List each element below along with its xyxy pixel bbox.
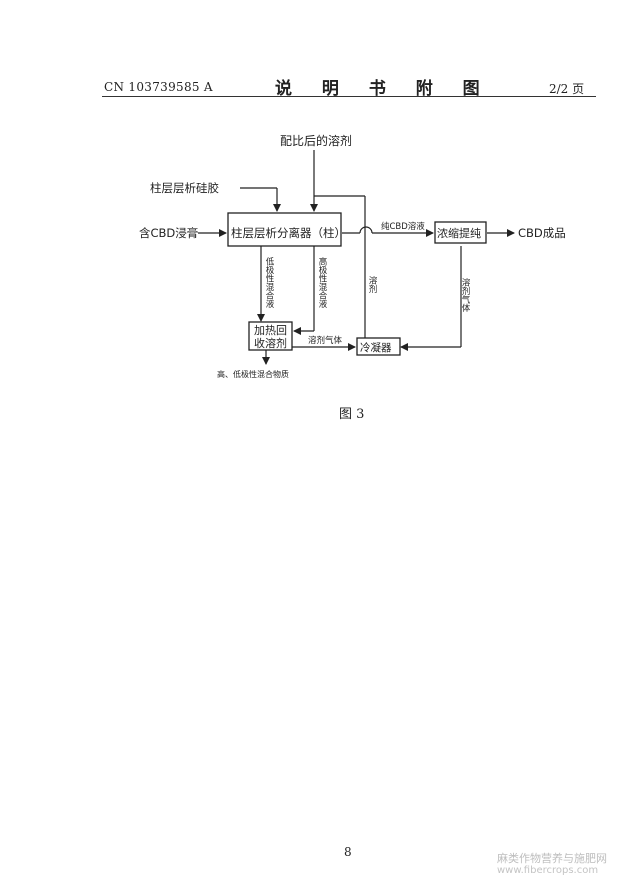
high-polarity-label: 高极性混合液 (317, 256, 327, 309)
pure-solution-label: 纯CBD溶液 (381, 221, 425, 232)
heater-label-line1: 加热回 (254, 324, 287, 337)
paste-label: 含CBD浸膏 (139, 226, 198, 240)
header-rule (102, 96, 596, 97)
column-box (227, 212, 342, 247)
concentrator-label: 浓缩提纯 (437, 227, 481, 240)
page-of: 2/2 页 (549, 82, 585, 96)
condenser-box (356, 337, 401, 356)
patent-number: CN 103739585 A (104, 80, 213, 94)
solvent-vertical-label: 溶剂 (367, 275, 377, 294)
heater-label-line2: 收溶剂 (254, 336, 287, 350)
heater-box (248, 321, 293, 351)
concentrator-box (434, 221, 487, 244)
solvent-gas-right-label: 溶剂气体 (460, 277, 470, 313)
section-title: 说 明 书 附 图 (275, 79, 492, 99)
top-solvent-label: 配比后的溶剂 (280, 133, 352, 148)
column-label: 柱层层析分离器（柱） (231, 226, 346, 240)
low-polarity-label: 低极性混合液 (264, 256, 274, 309)
residue-label: 高、低极性混合物质 (217, 369, 289, 379)
solvent-gas-bottom-label: 溶剂气体 (308, 335, 343, 346)
silica-label: 柱层层析硅胶 (150, 181, 219, 195)
line-hop (359, 226, 373, 234)
watermark-text: 麻类作物营养与施肥网 (497, 852, 607, 865)
condenser-label: 冷凝器 (360, 341, 392, 354)
product-label: CBD成品 (518, 226, 566, 240)
figure-caption: 图 3 (339, 407, 365, 422)
page-number: 8 (344, 845, 352, 859)
watermark-url: www.fibercrops.com (497, 865, 599, 876)
